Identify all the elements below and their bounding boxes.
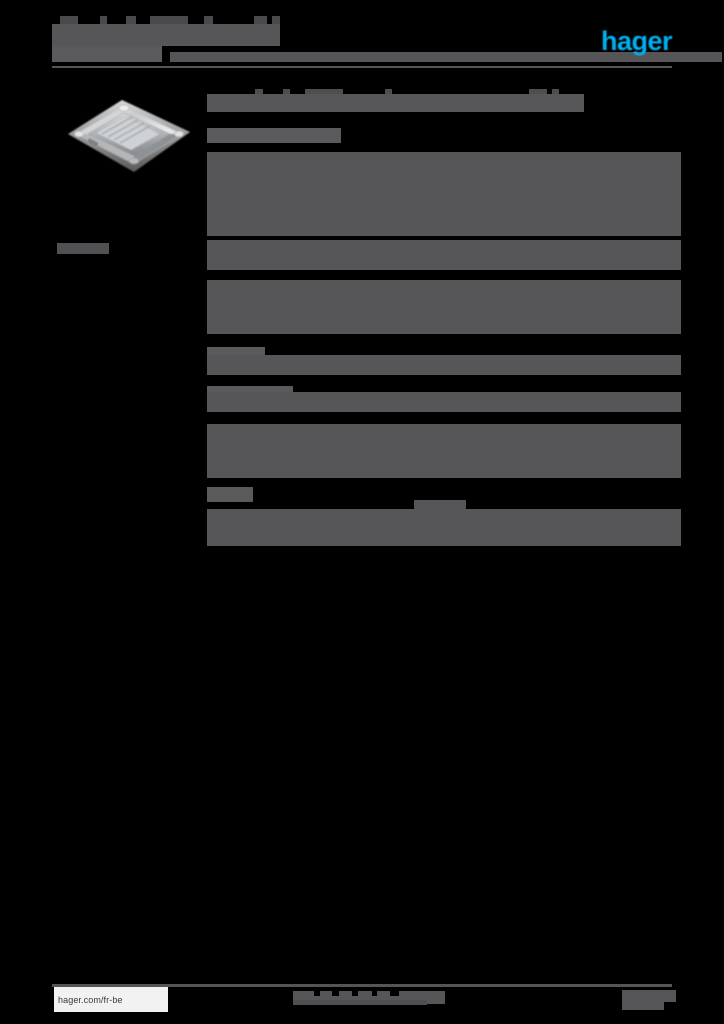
section-body	[207, 509, 681, 546]
footer-url[interactable]: hager.com/fr-be	[54, 987, 168, 1012]
heading-glyph-tick	[283, 89, 290, 94]
row-indent-notch	[414, 410, 420, 416]
footer-url-text: hager.com/fr-be	[58, 994, 123, 1005]
document-title-line2	[52, 46, 162, 62]
footer-glyph-notch	[352, 991, 358, 996]
heading-glyph-tick	[385, 89, 392, 94]
section-body	[207, 152, 681, 236]
title-glyph-tick	[100, 16, 107, 24]
footer-divider	[52, 984, 672, 987]
section-body	[207, 355, 681, 375]
title-glyph-tick	[272, 16, 280, 24]
hager-logo: hager	[580, 25, 673, 56]
section-body	[207, 240, 681, 270]
footer-glyph-notch	[372, 991, 377, 996]
page-number-notch	[664, 1002, 676, 1010]
section-title	[207, 487, 253, 502]
footer-note-line2	[293, 1000, 427, 1005]
document-title	[52, 24, 280, 46]
row-indent-notch	[414, 496, 421, 502]
heading-glyph-tick	[552, 89, 559, 94]
heading-glyph-tick	[305, 89, 343, 94]
footer-glyph-notch	[314, 991, 320, 996]
product-heading	[207, 94, 584, 112]
sub-row-label	[414, 500, 466, 509]
footer-glyph-notch	[332, 991, 339, 996]
page-header: hager	[52, 12, 722, 68]
row-divider	[414, 343, 724, 346]
heading-glyph-tick	[529, 89, 547, 94]
title-glyph-tick	[254, 16, 267, 24]
heading-glyph-tick	[255, 89, 263, 94]
section-body	[207, 424, 681, 478]
page-number	[622, 990, 676, 1010]
product-code	[57, 243, 109, 254]
header-divider	[52, 66, 672, 68]
row-indent-notch	[414, 344, 420, 350]
section-body	[207, 280, 681, 334]
title-glyph-tick	[126, 16, 136, 24]
section-body	[207, 392, 681, 412]
document-subtitle	[170, 52, 722, 62]
section-title	[207, 128, 341, 143]
row-indent-notch	[414, 485, 421, 491]
title-glyph-tick	[204, 16, 213, 24]
footer-glyph-notch	[390, 991, 399, 996]
product-image	[56, 88, 202, 184]
title-glyph-tick	[150, 16, 188, 24]
leader-gap	[506, 486, 724, 492]
hager-logo-text: hager	[600, 25, 673, 56]
title-glyph-tick	[60, 16, 78, 24]
section-gap	[414, 566, 724, 577]
row-indent-notch	[414, 597, 421, 602]
